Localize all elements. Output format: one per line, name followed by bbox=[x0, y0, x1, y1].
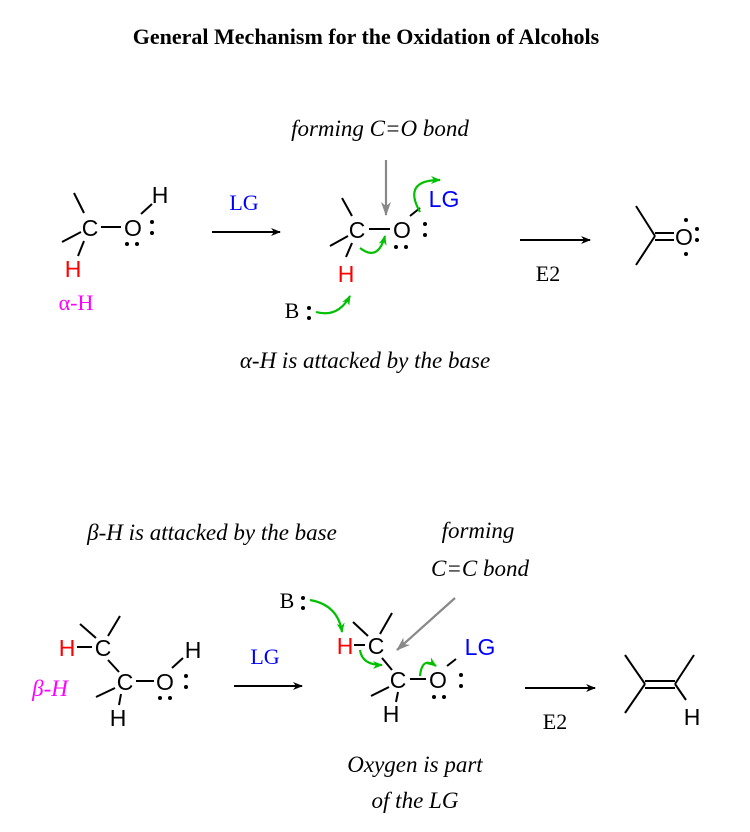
svg-text:H: H bbox=[59, 635, 76, 661]
svg-text:O: O bbox=[429, 667, 447, 693]
e2-label-beta: E2 bbox=[543, 709, 567, 734]
svg-text:C: C bbox=[349, 217, 366, 243]
svg-text:C: C bbox=[82, 215, 99, 241]
svg-text:H: H bbox=[383, 701, 400, 727]
svg-text:O: O bbox=[675, 224, 693, 250]
intermediate-molecule-beta: B C H C O LG H bbox=[280, 588, 496, 727]
svg-text:B: B bbox=[285, 298, 300, 323]
beta-h-label: β-H bbox=[31, 676, 69, 701]
svg-text:C: C bbox=[390, 667, 407, 693]
svg-text:O: O bbox=[393, 217, 411, 243]
reagent-label: LG bbox=[229, 190, 258, 215]
svg-text:C: C bbox=[368, 633, 385, 659]
svg-text:B: B bbox=[280, 588, 295, 613]
svg-text:H: H bbox=[337, 633, 354, 659]
annotation-forming-co: forming C=O bond bbox=[291, 116, 469, 141]
alcohol-molecule-beta: C H C O H H bbox=[59, 615, 202, 731]
alcohol-molecule-alpha: C O H H bbox=[61, 182, 169, 282]
svg-text:LG: LG bbox=[465, 634, 496, 660]
pointer-arrow-beta bbox=[396, 597, 456, 651]
alpha-caption: α-H is attacked by the base bbox=[240, 348, 490, 373]
svg-text:O: O bbox=[124, 215, 142, 241]
svg-text:C: C bbox=[117, 669, 134, 695]
page-title: General Mechanism for the Oxidation of A… bbox=[133, 24, 600, 49]
annotation-cc-bond: C=C bond bbox=[431, 556, 529, 581]
svg-text:LG: LG bbox=[429, 186, 460, 212]
svg-text:H: H bbox=[110, 705, 127, 731]
svg-text:H: H bbox=[338, 261, 355, 287]
svg-text:O: O bbox=[156, 669, 174, 695]
svg-text:H: H bbox=[152, 182, 169, 208]
beta-caption: β-H is attacked by the base bbox=[86, 520, 337, 545]
alkene-product: H bbox=[624, 654, 701, 730]
intermediate-molecule-alpha: C O LG H B bbox=[285, 176, 460, 323]
e2-label: E2 bbox=[536, 261, 560, 286]
reagent-label-beta: LG bbox=[250, 644, 279, 669]
svg-text:H: H bbox=[684, 704, 701, 730]
annotation-forming: forming bbox=[442, 518, 515, 543]
svg-text:C: C bbox=[95, 635, 112, 661]
alpha-h-label: α-H bbox=[59, 290, 94, 315]
svg-text:H: H bbox=[65, 256, 82, 282]
ketone-product: O bbox=[635, 205, 699, 266]
svg-text:H: H bbox=[185, 637, 202, 663]
oxygen-caption-line2: of the LG bbox=[372, 788, 459, 813]
oxygen-caption-line1: Oxygen is part bbox=[347, 752, 483, 777]
